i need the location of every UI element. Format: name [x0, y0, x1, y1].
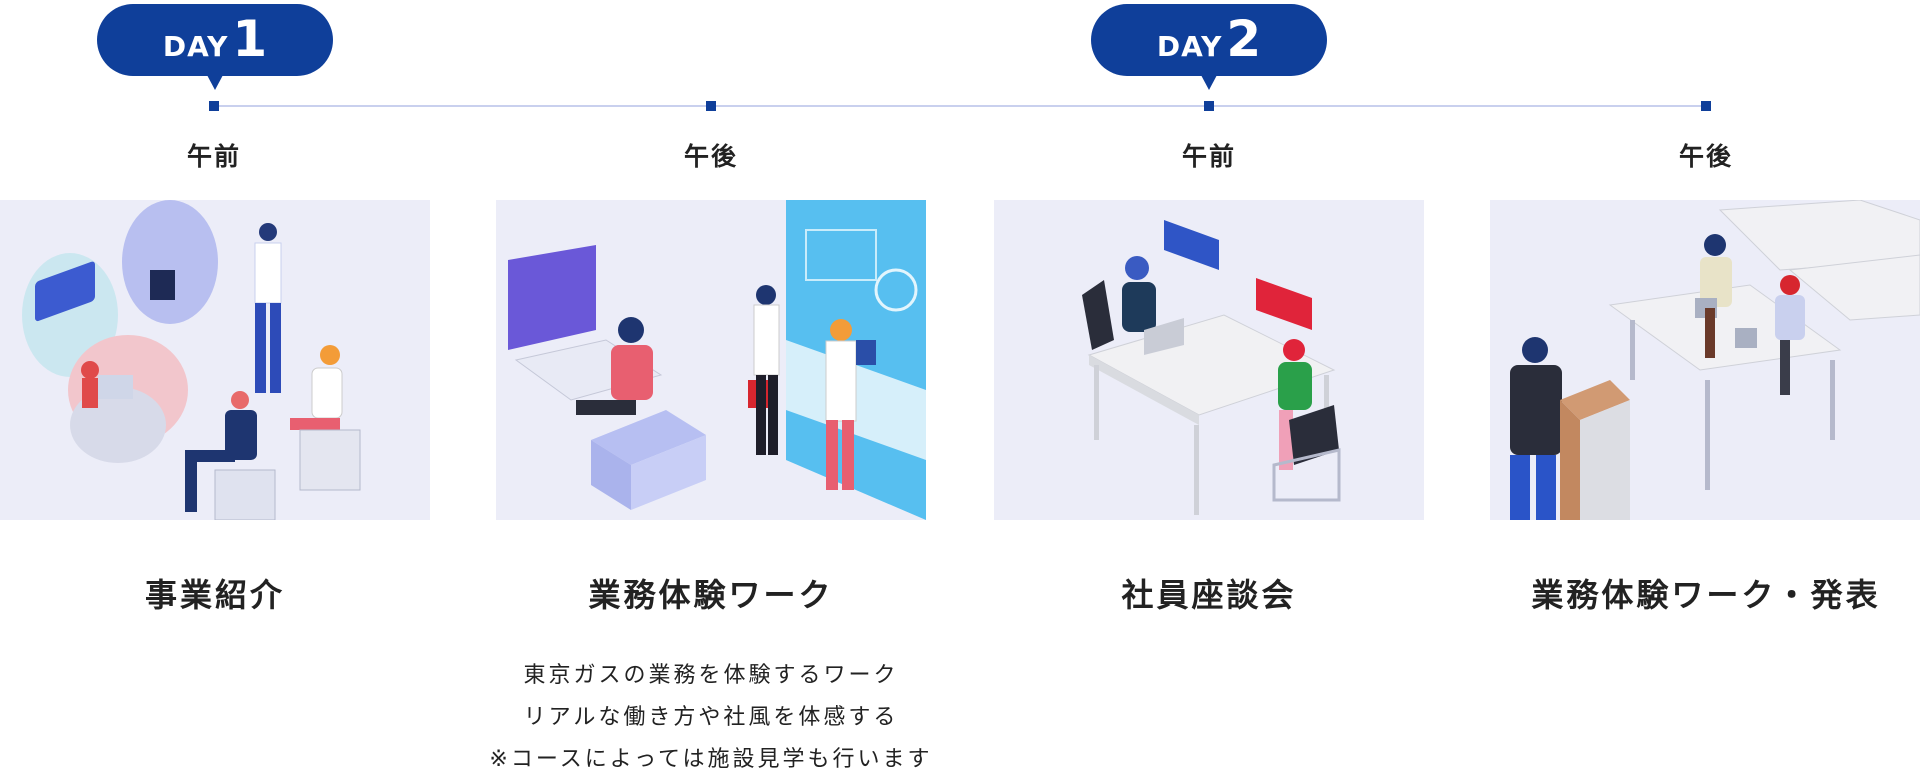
description-line: 東京ガスの業務を体験するワーク — [523, 663, 899, 688]
day-label: DAY — [1156, 30, 1223, 63]
work-experience-illustration — [496, 200, 926, 520]
time-label-pm: 午後 — [683, 142, 738, 171]
description-line: リアルな働き方や社風を体感する — [523, 705, 899, 730]
business-intro-illustration — [0, 200, 430, 520]
presentation-illustration — [1490, 200, 1920, 520]
session-title: 業務体験ワーク・発表 — [1531, 576, 1881, 614]
session-description: 東京ガスの業務を体験するワーク リアルな働き方や社風を体感する ※コースによって… — [461, 655, 961, 774]
session-title: 業務体験ワーク — [588, 576, 834, 614]
session-title: 事業紹介 — [144, 576, 285, 614]
timeline-dot — [1701, 101, 1711, 111]
timeline-dot — [1204, 101, 1214, 111]
time-label-am: 午前 — [1181, 142, 1236, 171]
day-label: DAY — [162, 30, 229, 63]
time-label-pm: 午後 — [1678, 142, 1733, 171]
day-number: 1 — [232, 10, 268, 68]
timeline-dot — [209, 101, 219, 111]
day2-badge: DAY 2 — [1091, 4, 1327, 76]
employee-roundtable-illustration — [994, 200, 1424, 520]
time-label-am: 午前 — [186, 142, 241, 171]
timeline-dot — [706, 101, 716, 111]
day-number: 2 — [1226, 10, 1262, 68]
description-line: ※コースによっては施設見学も行います — [489, 747, 933, 772]
timeline-line — [214, 105, 1706, 107]
session-title: 社員座談会 — [1121, 576, 1297, 614]
day1-badge: DAY 1 — [97, 4, 333, 76]
